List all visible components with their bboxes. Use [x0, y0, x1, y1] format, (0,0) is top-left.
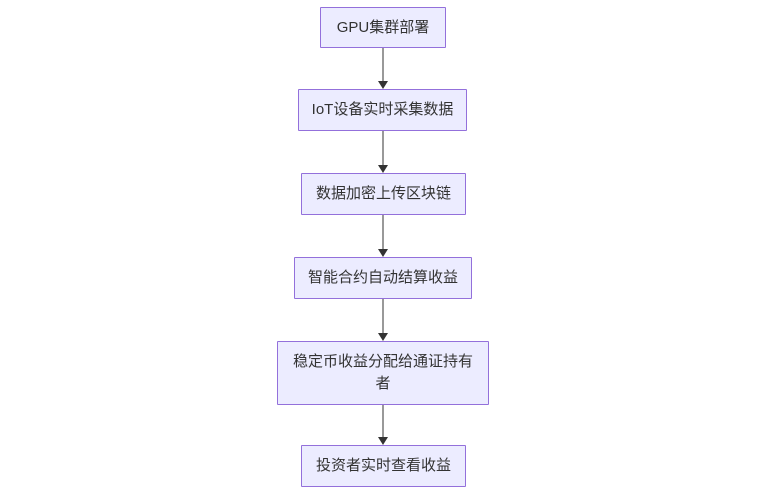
- arrow-down-icon: [378, 249, 388, 257]
- arrow-down-icon: [378, 437, 388, 445]
- flow-node-investor-view-earnings: 投资者实时查看收益: [301, 445, 466, 487]
- flow-node-label: 数据加密上传区块链: [315, 185, 451, 202]
- flow-node-label: 投资者实时查看收益: [315, 457, 451, 474]
- flow-node-label: 稳定币收益分配给通证持有 者: [292, 353, 473, 392]
- flow-node-encrypt-upload-blockchain: 数据加密上传区块链: [301, 173, 466, 215]
- flow-node-label: IoT设备实时采集数据: [311, 101, 454, 118]
- flow-node-gpu-cluster-deploy: GPU集群部署: [320, 7, 446, 48]
- arrow-line: [382, 131, 384, 166]
- flow-arrow-2: [378, 131, 388, 173]
- flow-arrow-5: [378, 405, 388, 445]
- flow-node-label: 智能合约自动结算收益: [307, 269, 458, 286]
- arrow-line: [382, 299, 384, 334]
- flow-arrow-4: [378, 299, 388, 341]
- flow-node-smart-contract-settlement: 智能合约自动结算收益: [294, 257, 472, 299]
- arrow-line: [382, 405, 384, 438]
- arrow-line: [382, 215, 384, 250]
- arrow-down-icon: [378, 165, 388, 173]
- flow-node-stablecoin-distribution: 稳定币收益分配给通证持有 者: [277, 341, 489, 405]
- flow-arrow-1: [378, 48, 388, 89]
- flow-node-iot-data-collection: IoT设备实时采集数据: [298, 89, 467, 131]
- flow-node-label: GPU集群部署: [336, 18, 430, 36]
- arrow-down-icon: [378, 81, 388, 89]
- arrow-down-icon: [378, 333, 388, 341]
- flow-arrow-3: [378, 215, 388, 257]
- arrow-line: [382, 48, 384, 82]
